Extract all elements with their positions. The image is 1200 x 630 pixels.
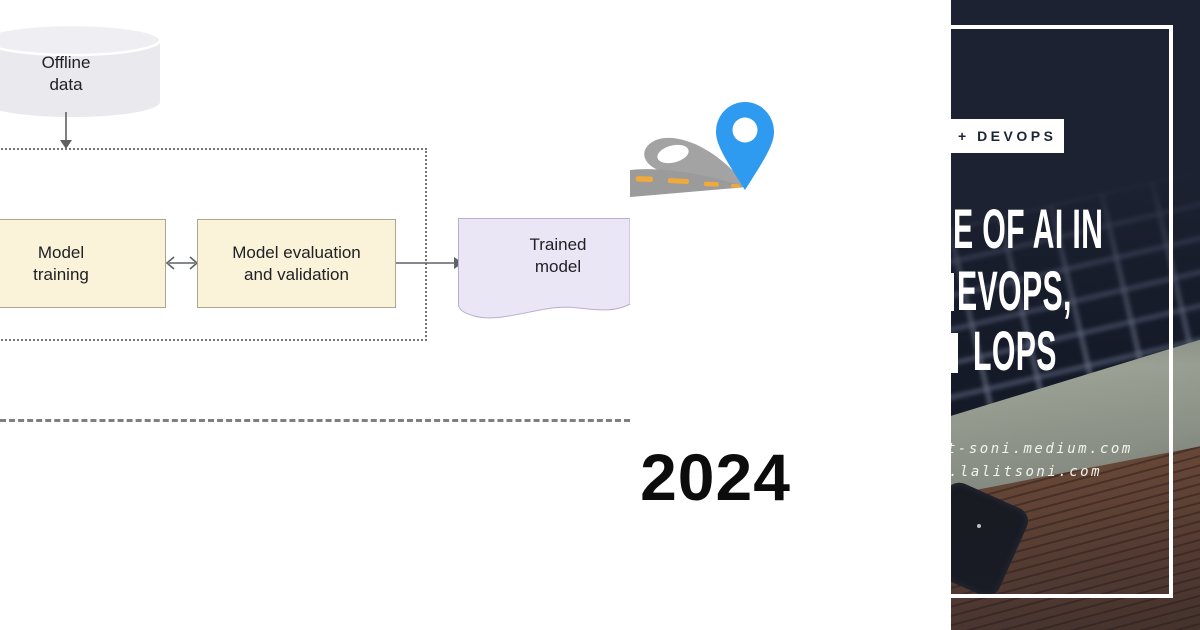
cover-title-line1: E OF AI IN <box>953 198 1104 261</box>
arrow-right-icon <box>396 257 463 269</box>
pipeline-dotted-container <box>0 148 427 341</box>
dashed-divider-line <box>0 419 630 422</box>
trained-model-label: Trained model <box>529 235 587 276</box>
road-center-dashes <box>635 176 740 188</box>
road-icon <box>630 102 774 197</box>
cover-panel: + DEVOPS E OF AI IN EVOPS, LOPS t-soni.m… <box>951 0 1200 630</box>
cut-letter-fragment <box>951 333 958 373</box>
cut-letter-fragment <box>951 273 954 311</box>
year-text: 2024 <box>640 440 791 514</box>
trained-model-shape <box>458 218 630 319</box>
model-training-box: Model training <box>0 219 166 308</box>
location-pin-icon <box>716 102 774 190</box>
medium-url: t-soni.medium.com <box>951 441 1133 457</box>
offline-data-cylinder-icon <box>0 23 162 117</box>
double-arrow-icon <box>165 256 199 270</box>
offline-data-label: Offline data <box>41 53 91 94</box>
white-frame-border <box>951 25 1173 598</box>
cover-title-line2: EVOPS, <box>957 260 1072 323</box>
arrow-down-icon <box>60 112 72 149</box>
cover-title-line3: LOPS <box>973 320 1057 383</box>
website-url: .lalitsoni.com <box>951 464 1103 480</box>
devops-badge: + DEVOPS <box>951 119 1064 153</box>
dark-overlay <box>951 0 1200 630</box>
model-evaluation-box: Model evaluation and validation <box>197 219 396 308</box>
